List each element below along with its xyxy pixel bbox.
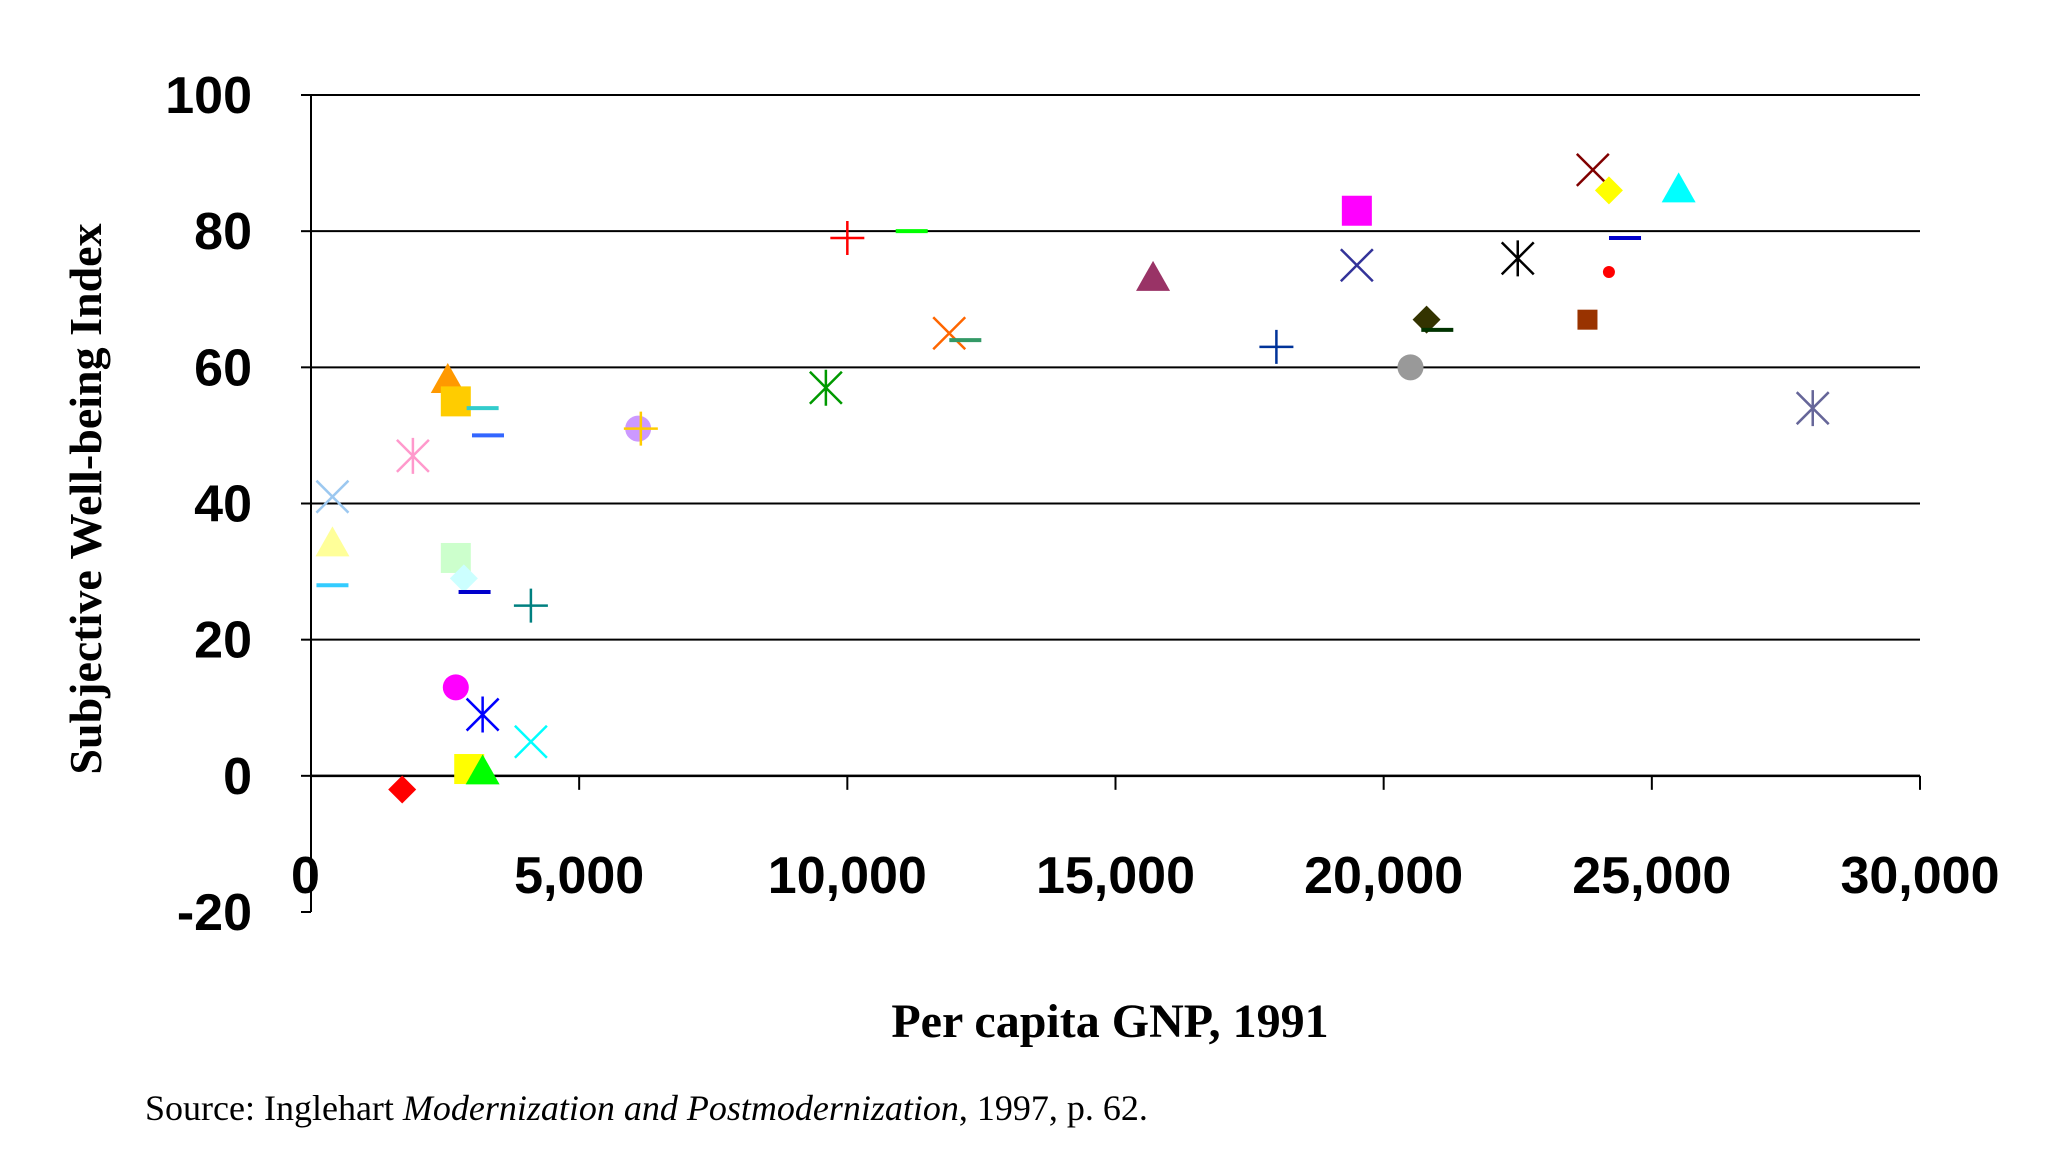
data-point-1 [315,526,350,557]
source-suffix: , 1997, p. 62. [959,1088,1148,1128]
y-tick-label-4: 60 [194,339,252,397]
data-point-17 [465,754,500,785]
data-point-20 [808,369,843,406]
data-point-3 [396,437,430,474]
data-point-25 [1136,260,1171,291]
data-point-5 [430,362,465,393]
axes-layer: -20 0 20 40 60 80 100 0 5,000 10,000 15,000 20,000 2… [165,67,1999,942]
x-tick-label-0: 0 [291,847,320,905]
data-point-26 [1259,329,1294,364]
data-point-15 [514,724,548,759]
x-tick-label-2: 10,000 [768,847,927,905]
y-tick-label-0: -20 [177,884,252,942]
y-tick-label-6: 100 [165,67,252,125]
data-point-34 [1594,176,1623,205]
source-note: Source: Inglehart Modernization and Post… [145,1088,1148,1128]
data-point-4 [388,775,417,804]
data-point-0 [315,479,350,514]
data-point-23 [932,316,967,351]
data-point-6 [440,386,471,417]
x-axis-label: Per capita GNP, 1991 [891,995,1328,1048]
data-point-10 [449,564,478,593]
data-point-38 [1577,309,1598,330]
source-prefix: Source: Inglehart [145,1088,403,1128]
data-point-12 [513,588,548,623]
data-point-19 [623,411,658,446]
x-tick-label-4: 20,000 [1304,847,1463,905]
data-point-35 [1661,172,1696,203]
data-point-37 [1602,266,1615,279]
points-layer [315,153,1830,804]
x-tick-label-1: 5,000 [514,847,644,905]
source-book-title: Modernization and Postmodernization [402,1088,959,1128]
x-tick-label-5: 25,000 [1572,847,1731,905]
data-point-29 [1412,305,1441,334]
x-tick-label-6: 30,000 [1840,847,1999,905]
data-point-31 [1397,354,1424,381]
y-axis-label: Subjective Well-being Index [60,223,111,774]
data-point-39 [1795,390,1830,427]
y-tick-label-2: 20 [194,612,252,670]
data-point-21 [830,220,865,255]
data-point-28 [1339,248,1374,283]
y-tick-label-1: 0 [223,748,252,806]
y-tick-label-5: 80 [194,203,252,261]
y-tick-label-3: 40 [194,476,252,534]
data-point-27 [1341,195,1372,226]
data-point-13 [442,674,469,701]
labels-layer: Subjective Well-being Index Per capita G… [60,223,1329,1128]
data-point-14 [465,696,500,733]
data-point-33 [1575,153,1610,187]
data-point-32 [1500,240,1535,277]
x-tick-label-3: 15,000 [1036,847,1195,905]
